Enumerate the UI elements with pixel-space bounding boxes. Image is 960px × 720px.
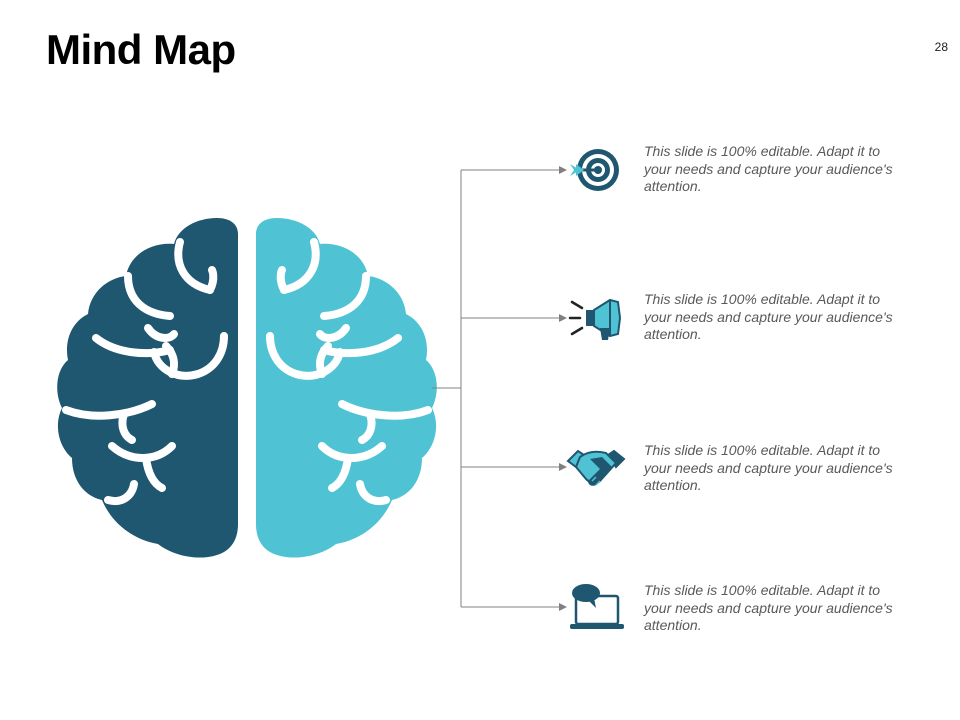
right-hemisphere — [256, 218, 437, 558]
left-hemisphere — [57, 218, 239, 558]
brain-icon — [57, 218, 437, 558]
slide-title: Mind Map — [46, 26, 236, 73]
laptop-chat-icon — [570, 584, 624, 629]
page-number: 28 — [934, 40, 948, 54]
handshake-icon — [566, 449, 626, 486]
mind-map-item-text-1: This slide is 100% editable. Adapt it to… — [644, 143, 893, 194]
mind-map-item-text-3: This slide is 100% editable. Adapt it to… — [644, 442, 893, 493]
mind-map-item-text-4: This slide is 100% editable. Adapt it to… — [644, 582, 893, 633]
mind-map-item-text-2: This slide is 100% editable. Adapt it to… — [644, 291, 893, 342]
megaphone-icon — [568, 298, 622, 340]
target-icon — [570, 149, 619, 191]
